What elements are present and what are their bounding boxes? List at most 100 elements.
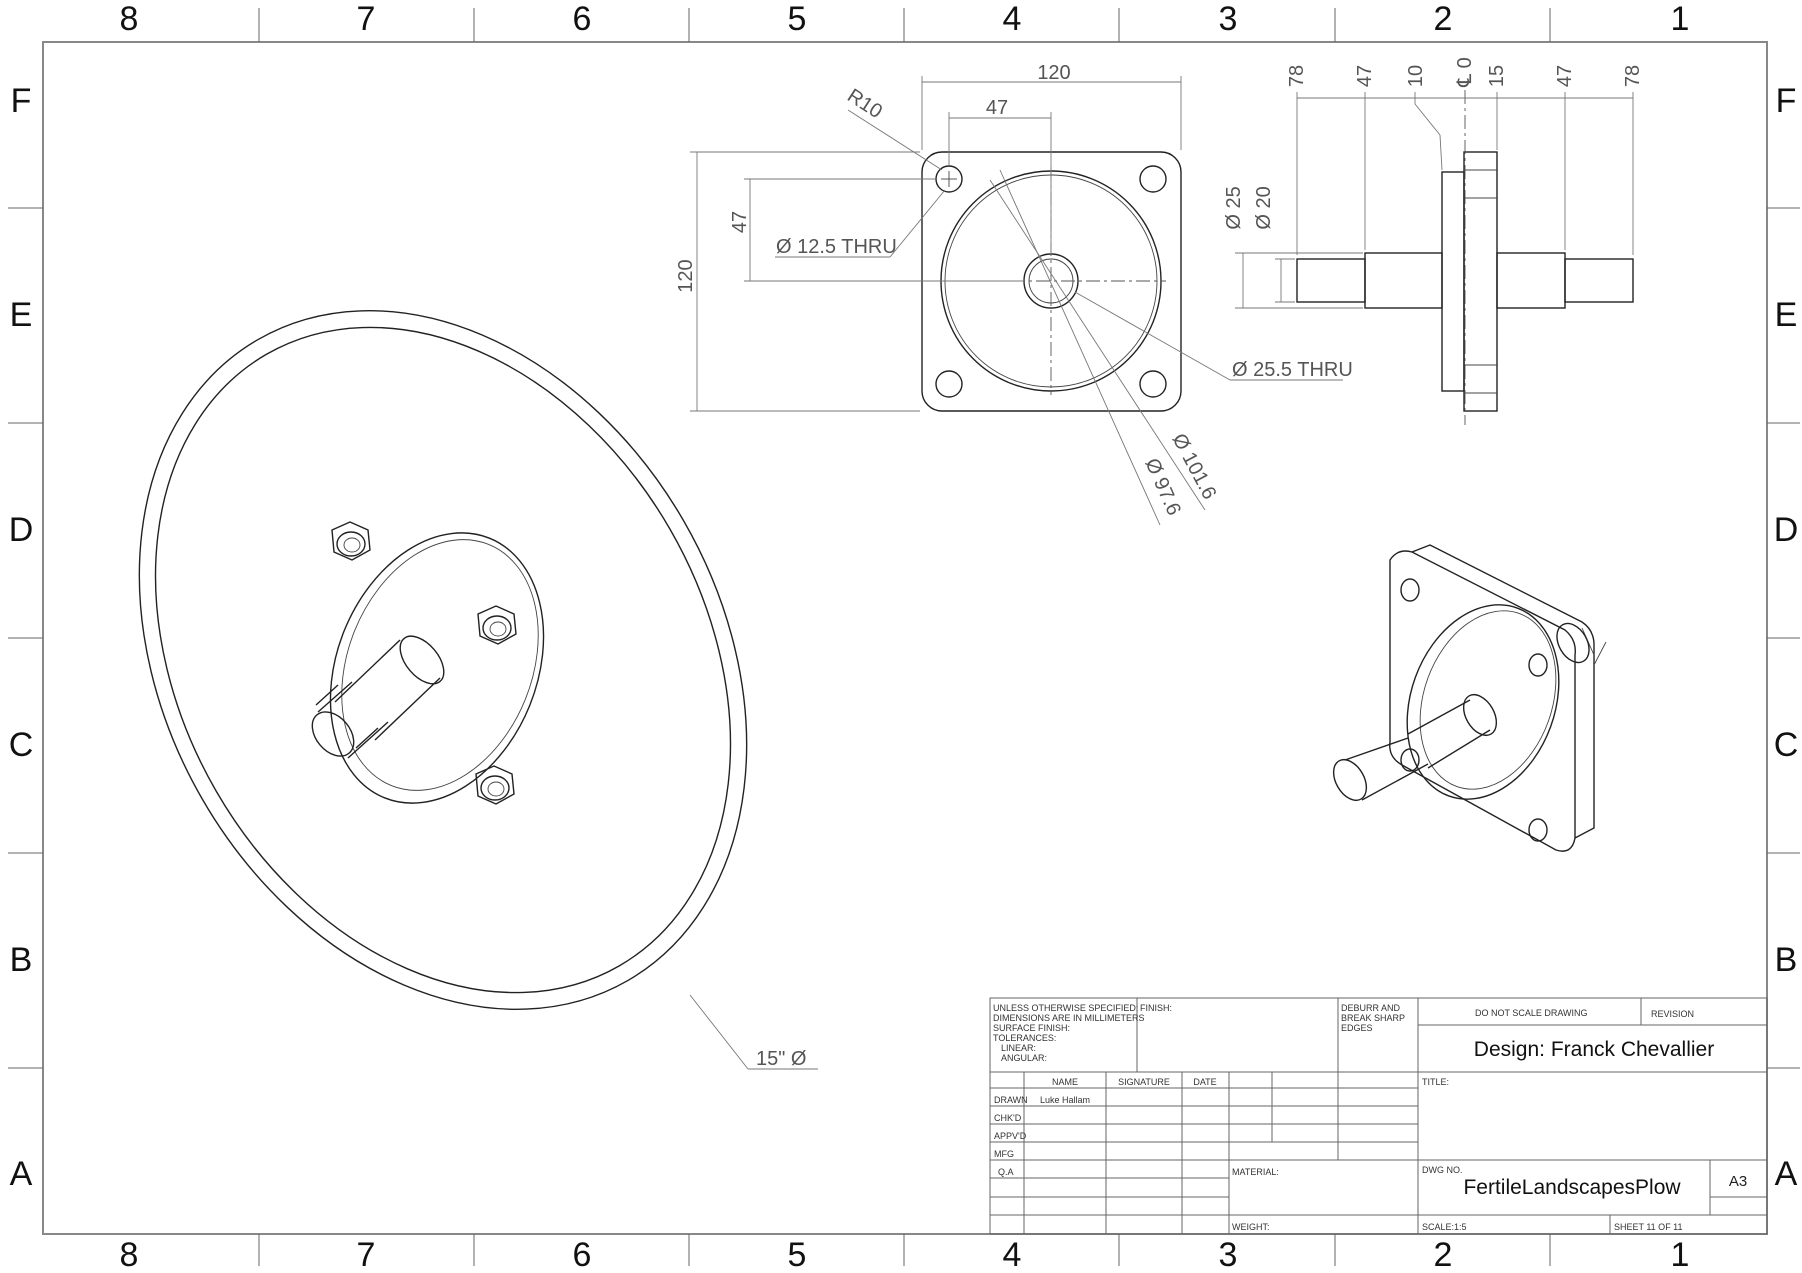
zone-col-6: 6 — [573, 0, 592, 38]
hub-flange — [329, 532, 545, 804]
side-view: 78 47 10 ℄ 0 15 47 78 Ø 25 Ø 20 — [1223, 57, 1644, 425]
side-dim-47-right: 47 — [1554, 65, 1576, 87]
tb-note-4: TOLERANCES: — [993, 1033, 1056, 1043]
hub-flange-inner — [341, 539, 539, 791]
iso-flange — [1332, 544, 1607, 852]
zone-col-6-bottom: 6 — [573, 1236, 592, 1273]
zone-col-8-bottom: 8 — [120, 1236, 139, 1273]
zone-row-f: F — [11, 82, 32, 120]
zone-labels-top: 8 7 6 5 4 3 2 1 — [120, 0, 1690, 38]
side-dim-15: 15 — [1486, 65, 1508, 87]
mount-hole-tl — [935, 165, 963, 193]
title-block: UNLESS OTHERWISE SPECIFIED: DIMENSIONS A… — [989, 997, 1768, 1235]
tb-material: MATERIAL: — [1232, 1167, 1279, 1177]
zone-col-5-bottom: 5 — [788, 1236, 807, 1273]
tb-note-6: ANGULAR: — [1001, 1053, 1047, 1063]
shaft-right-end — [1564, 258, 1634, 303]
zone-col-7: 7 — [357, 0, 376, 38]
zone-col-4: 4 — [1003, 0, 1022, 38]
mount-hole-br — [1139, 370, 1167, 398]
zone-col-1: 1 — [1671, 0, 1690, 38]
tb-col-signature: SIGNATURE — [1118, 1077, 1170, 1087]
zone-row-a-right: A — [1775, 1155, 1798, 1193]
iso-bore-outer — [1406, 604, 1560, 800]
side-dim-78-left: 78 — [1286, 65, 1308, 87]
tb-note-5: LINEAR: — [1001, 1043, 1036, 1053]
zone-col-2: 2 — [1434, 0, 1453, 38]
tb-deburr-1: DEBURR AND — [1341, 1003, 1401, 1013]
iso-bore-inner — [1419, 610, 1557, 790]
front-view: 120 47 120 47 R10 Ø 12.5 THRU Ø 25.5 THR… — [675, 62, 1353, 526]
tb-dwg-no: FertileLandscapesPlow — [1463, 1176, 1681, 1199]
zone-row-d: D — [9, 511, 34, 549]
tb-col-date: DATE — [1193, 1077, 1216, 1087]
tb-sheet: SHEET 11 OF 11 — [1614, 1222, 1683, 1232]
disc-outer-edge — [138, 310, 748, 1010]
shaft-left-end — [1296, 258, 1366, 303]
side-dia-25: Ø 25 — [1223, 186, 1245, 229]
zone-col-3: 3 — [1219, 0, 1238, 38]
zone-col-2-bottom: 2 — [1434, 1236, 1453, 1273]
tb-row-drawn: DRAWN — [994, 1095, 1028, 1105]
zone-row-d-right: D — [1774, 511, 1799, 549]
tb-row-appvd: APPV'D — [994, 1131, 1027, 1141]
zone-labels-bottom: 8 7 6 5 4 3 2 1 — [120, 1236, 1690, 1273]
flange-boss — [1441, 171, 1465, 392]
tb-dwg-no-label: DWG NO. — [1422, 1165, 1463, 1175]
tb-revision: REVISION — [1651, 1009, 1694, 1019]
dim-bore-thru: Ø 25.5 THRU — [1232, 359, 1353, 381]
flange-outline — [921, 151, 1182, 412]
iso-shaft-end — [1332, 759, 1368, 801]
tb-weight: WEIGHT: — [1232, 1222, 1270, 1232]
zone-row-e: E — [10, 296, 33, 334]
zone-row-b-right: B — [1775, 941, 1798, 979]
zone-row-c-right: C — [1774, 726, 1799, 764]
tb-finish: FINISH: — [1140, 1003, 1172, 1013]
zone-labels-right: F E D C B A — [1774, 82, 1799, 1193]
zone-row-e-right: E — [1775, 296, 1798, 334]
tb-title-label: TITLE: — [1422, 1077, 1449, 1087]
side-dim-center: ℄ 0 — [1454, 57, 1476, 88]
dim-hole-x: 47 — [986, 97, 1008, 119]
dim-dia-inner: Ø 97.6 — [1140, 455, 1185, 519]
side-dim-47-left: 47 — [1354, 65, 1376, 87]
nut-top — [331, 521, 371, 561]
zone-row-c: C — [9, 726, 34, 764]
nut-right — [477, 605, 517, 645]
tb-note-1: UNLESS OTHERWISE SPECIFIED: — [993, 1003, 1138, 1013]
dim-hole-y: 47 — [729, 211, 751, 233]
tb-drawn-name: Luke Hallam — [1040, 1095, 1090, 1105]
shaft-right-step — [1496, 252, 1566, 309]
zone-row-b: B — [10, 941, 33, 979]
tb-size: A3 — [1729, 1173, 1747, 1190]
zone-col-4-bottom: 4 — [1003, 1236, 1022, 1273]
tb-deburr-2: BREAK SHARP — [1341, 1013, 1405, 1023]
disc-diameter: 15" Ø — [756, 1048, 806, 1070]
disc-inner-edge — [154, 326, 732, 994]
dim-hole-thru: Ø 12.5 THRU — [776, 236, 897, 258]
tb-row-mfg: MFG — [994, 1149, 1014, 1159]
dim-radius: R10 — [843, 85, 886, 123]
dim-width: 120 — [1037, 62, 1070, 84]
tb-do-not-scale: DO NOT SCALE DRAWING — [1475, 1008, 1588, 1018]
side-dia-20: Ø 20 — [1253, 186, 1275, 229]
tb-col-name: NAME — [1052, 1077, 1078, 1087]
nut-bottom — [475, 765, 515, 805]
tb-note-3: SURFACE FINISH: — [993, 1023, 1070, 1033]
zone-labels-left: F E D C B A — [9, 82, 34, 1193]
zone-row-a: A — [10, 1155, 33, 1193]
zone-col-1-bottom: 1 — [1671, 1236, 1690, 1273]
flange-side — [1463, 151, 1498, 412]
side-dim-10: 10 — [1405, 65, 1427, 87]
side-dim-78-right: 78 — [1622, 65, 1644, 87]
tb-row-chkd: CHK'D — [994, 1113, 1022, 1123]
shaft-left-step — [1364, 252, 1443, 309]
zone-col-8: 8 — [120, 0, 139, 38]
sheet-border — [8, 8, 1800, 1266]
tb-deburr-3: EDGES — [1341, 1023, 1373, 1033]
dim-height: 120 — [675, 259, 697, 292]
tb-design: Design: Franck Chevallier — [1474, 1038, 1714, 1061]
shaft-end — [311, 711, 355, 757]
zone-col-7-bottom: 7 — [357, 1236, 376, 1273]
